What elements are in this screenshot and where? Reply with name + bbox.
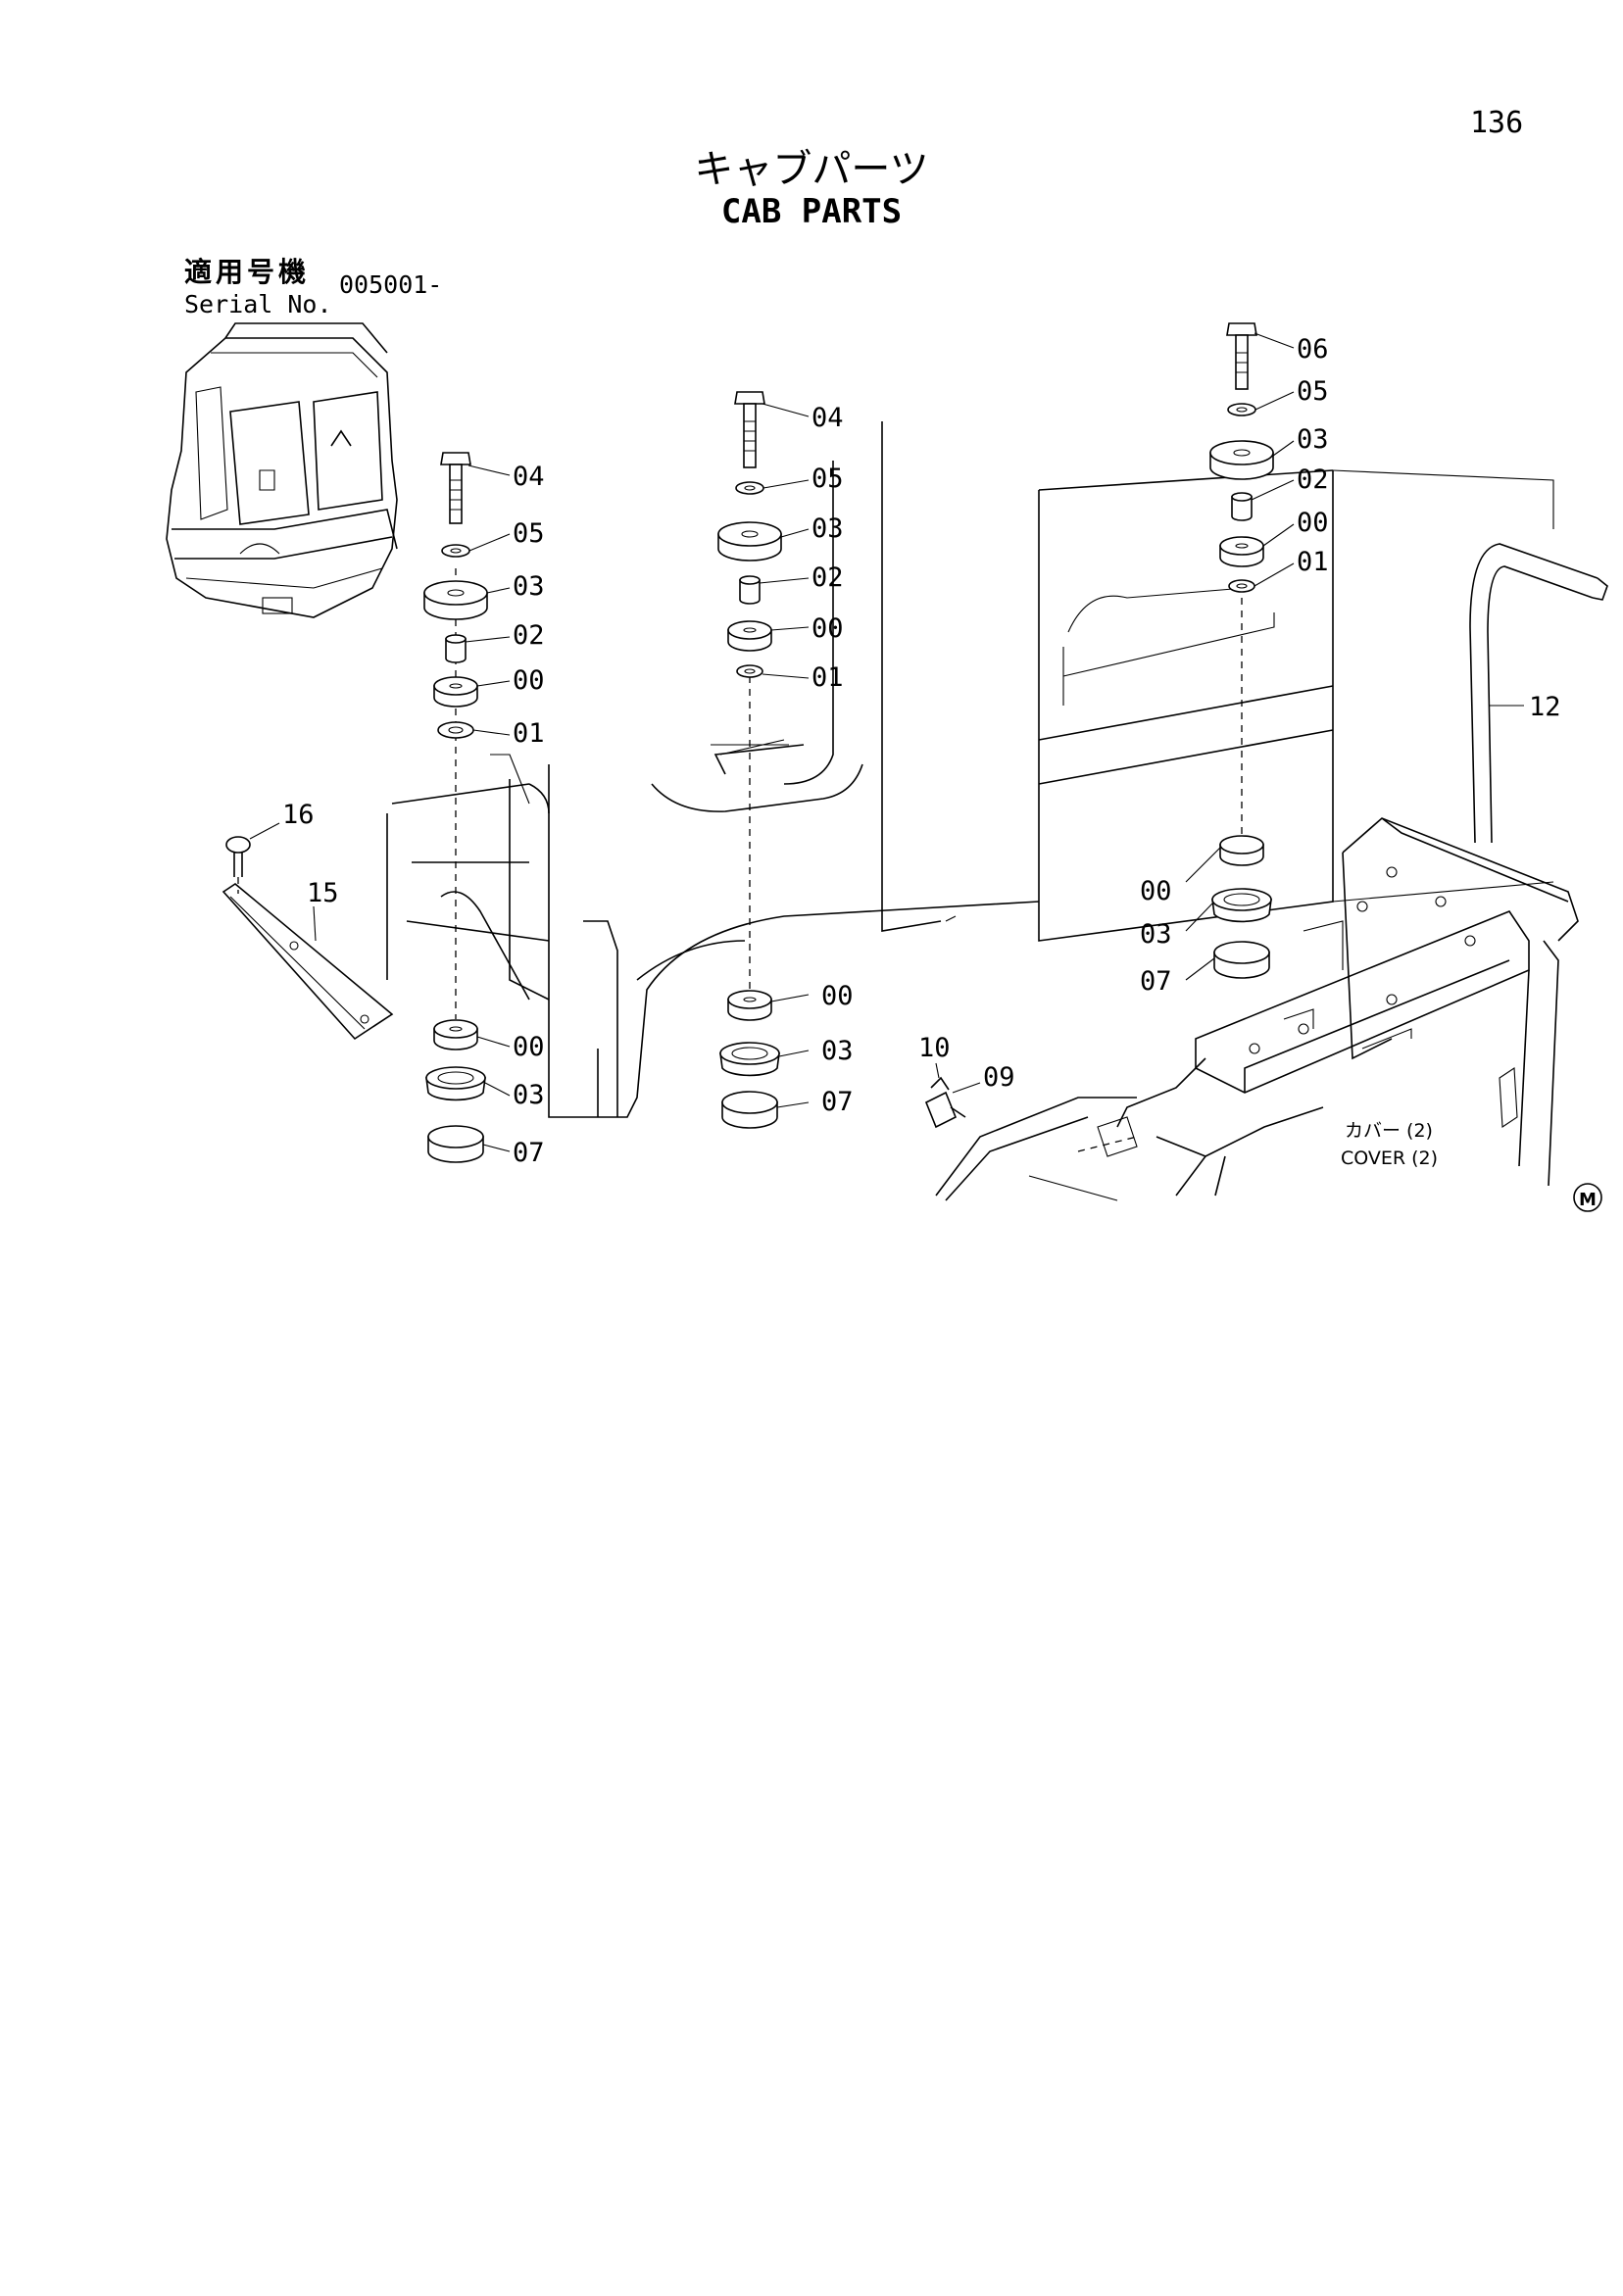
callout-label: 01 [812, 662, 844, 693]
leader-lines [249, 332, 1524, 1152]
callout-label: 05 [1297, 376, 1329, 407]
callout-label: 00 [513, 1032, 545, 1062]
callout-label: 15 [307, 878, 339, 908]
bracket-15 [221, 883, 394, 1041]
callout-label: 00 [812, 613, 844, 644]
callout-label: 03 [513, 1080, 545, 1110]
callout-label: 01 [1297, 547, 1329, 577]
callout-label: 02 [1297, 464, 1329, 495]
base-frame [935, 817, 1579, 1201]
callout-label: 12 [1529, 692, 1561, 722]
callout-label: 00 [513, 665, 545, 696]
callout-label: 03 [513, 571, 545, 602]
callout-label: 05 [812, 464, 844, 494]
callout-label: 07 [513, 1138, 545, 1168]
serial-number: 005001- [339, 270, 443, 299]
callout-label: 02 [513, 620, 545, 651]
callout-label: 00 [821, 981, 854, 1011]
cab-body-outline [386, 421, 1554, 1118]
callout-label: 00 [1297, 508, 1329, 538]
callout-label: 03 [812, 513, 844, 544]
page-title-japanese: キャブパーツ [694, 147, 929, 192]
callout-label: 04 [513, 462, 545, 492]
mount-stack-left [423, 452, 488, 1163]
callout-label: 07 [1140, 966, 1172, 997]
cab-thumbnail [166, 322, 398, 618]
callouts-misc: 16 15 10 09 12 [282, 692, 1561, 1093]
cover-note-japanese: カバー (2) [1345, 1120, 1433, 1142]
callout-label: 10 [918, 1033, 951, 1063]
callout-label: 03 [821, 1036, 854, 1066]
serial-label-japanese: 適用号機 [184, 256, 311, 288]
callout-label: 09 [983, 1062, 1015, 1093]
m-mark: M [1573, 1183, 1602, 1212]
callouts-left: 04 05 03 02 00 01 00 03 07 [513, 462, 545, 1168]
callouts-right: 06 05 03 02 00 01 00 03 07 [1140, 334, 1329, 997]
mount-stack-center [711, 391, 789, 1129]
page-number: 136 [1470, 106, 1524, 140]
cover-note: COVER (2) [1341, 1148, 1438, 1169]
clip-10-09 [924, 1076, 966, 1129]
callout-label: 02 [812, 562, 844, 593]
callout-label: 01 [513, 718, 545, 749]
serial-label: Serial No. [184, 290, 332, 318]
m-mark-letter: M [1579, 1190, 1597, 1210]
callout-label: 16 [282, 800, 315, 830]
callout-label: 04 [812, 403, 844, 433]
callout-label: 05 [513, 518, 545, 549]
mount-stack-right [1209, 322, 1274, 979]
callout-label: 03 [1140, 919, 1172, 950]
callouts-center: 04 05 03 02 00 01 00 03 07 [812, 403, 854, 1117]
callout-label: 03 [1297, 424, 1329, 455]
callout-label: 00 [1140, 876, 1172, 906]
callout-label: 07 [821, 1087, 854, 1117]
callout-label: 06 [1297, 334, 1329, 365]
screw-16 [225, 836, 251, 894]
grab-handle-rail [1469, 543, 1608, 844]
page-title: CAB PARTS [720, 192, 903, 231]
